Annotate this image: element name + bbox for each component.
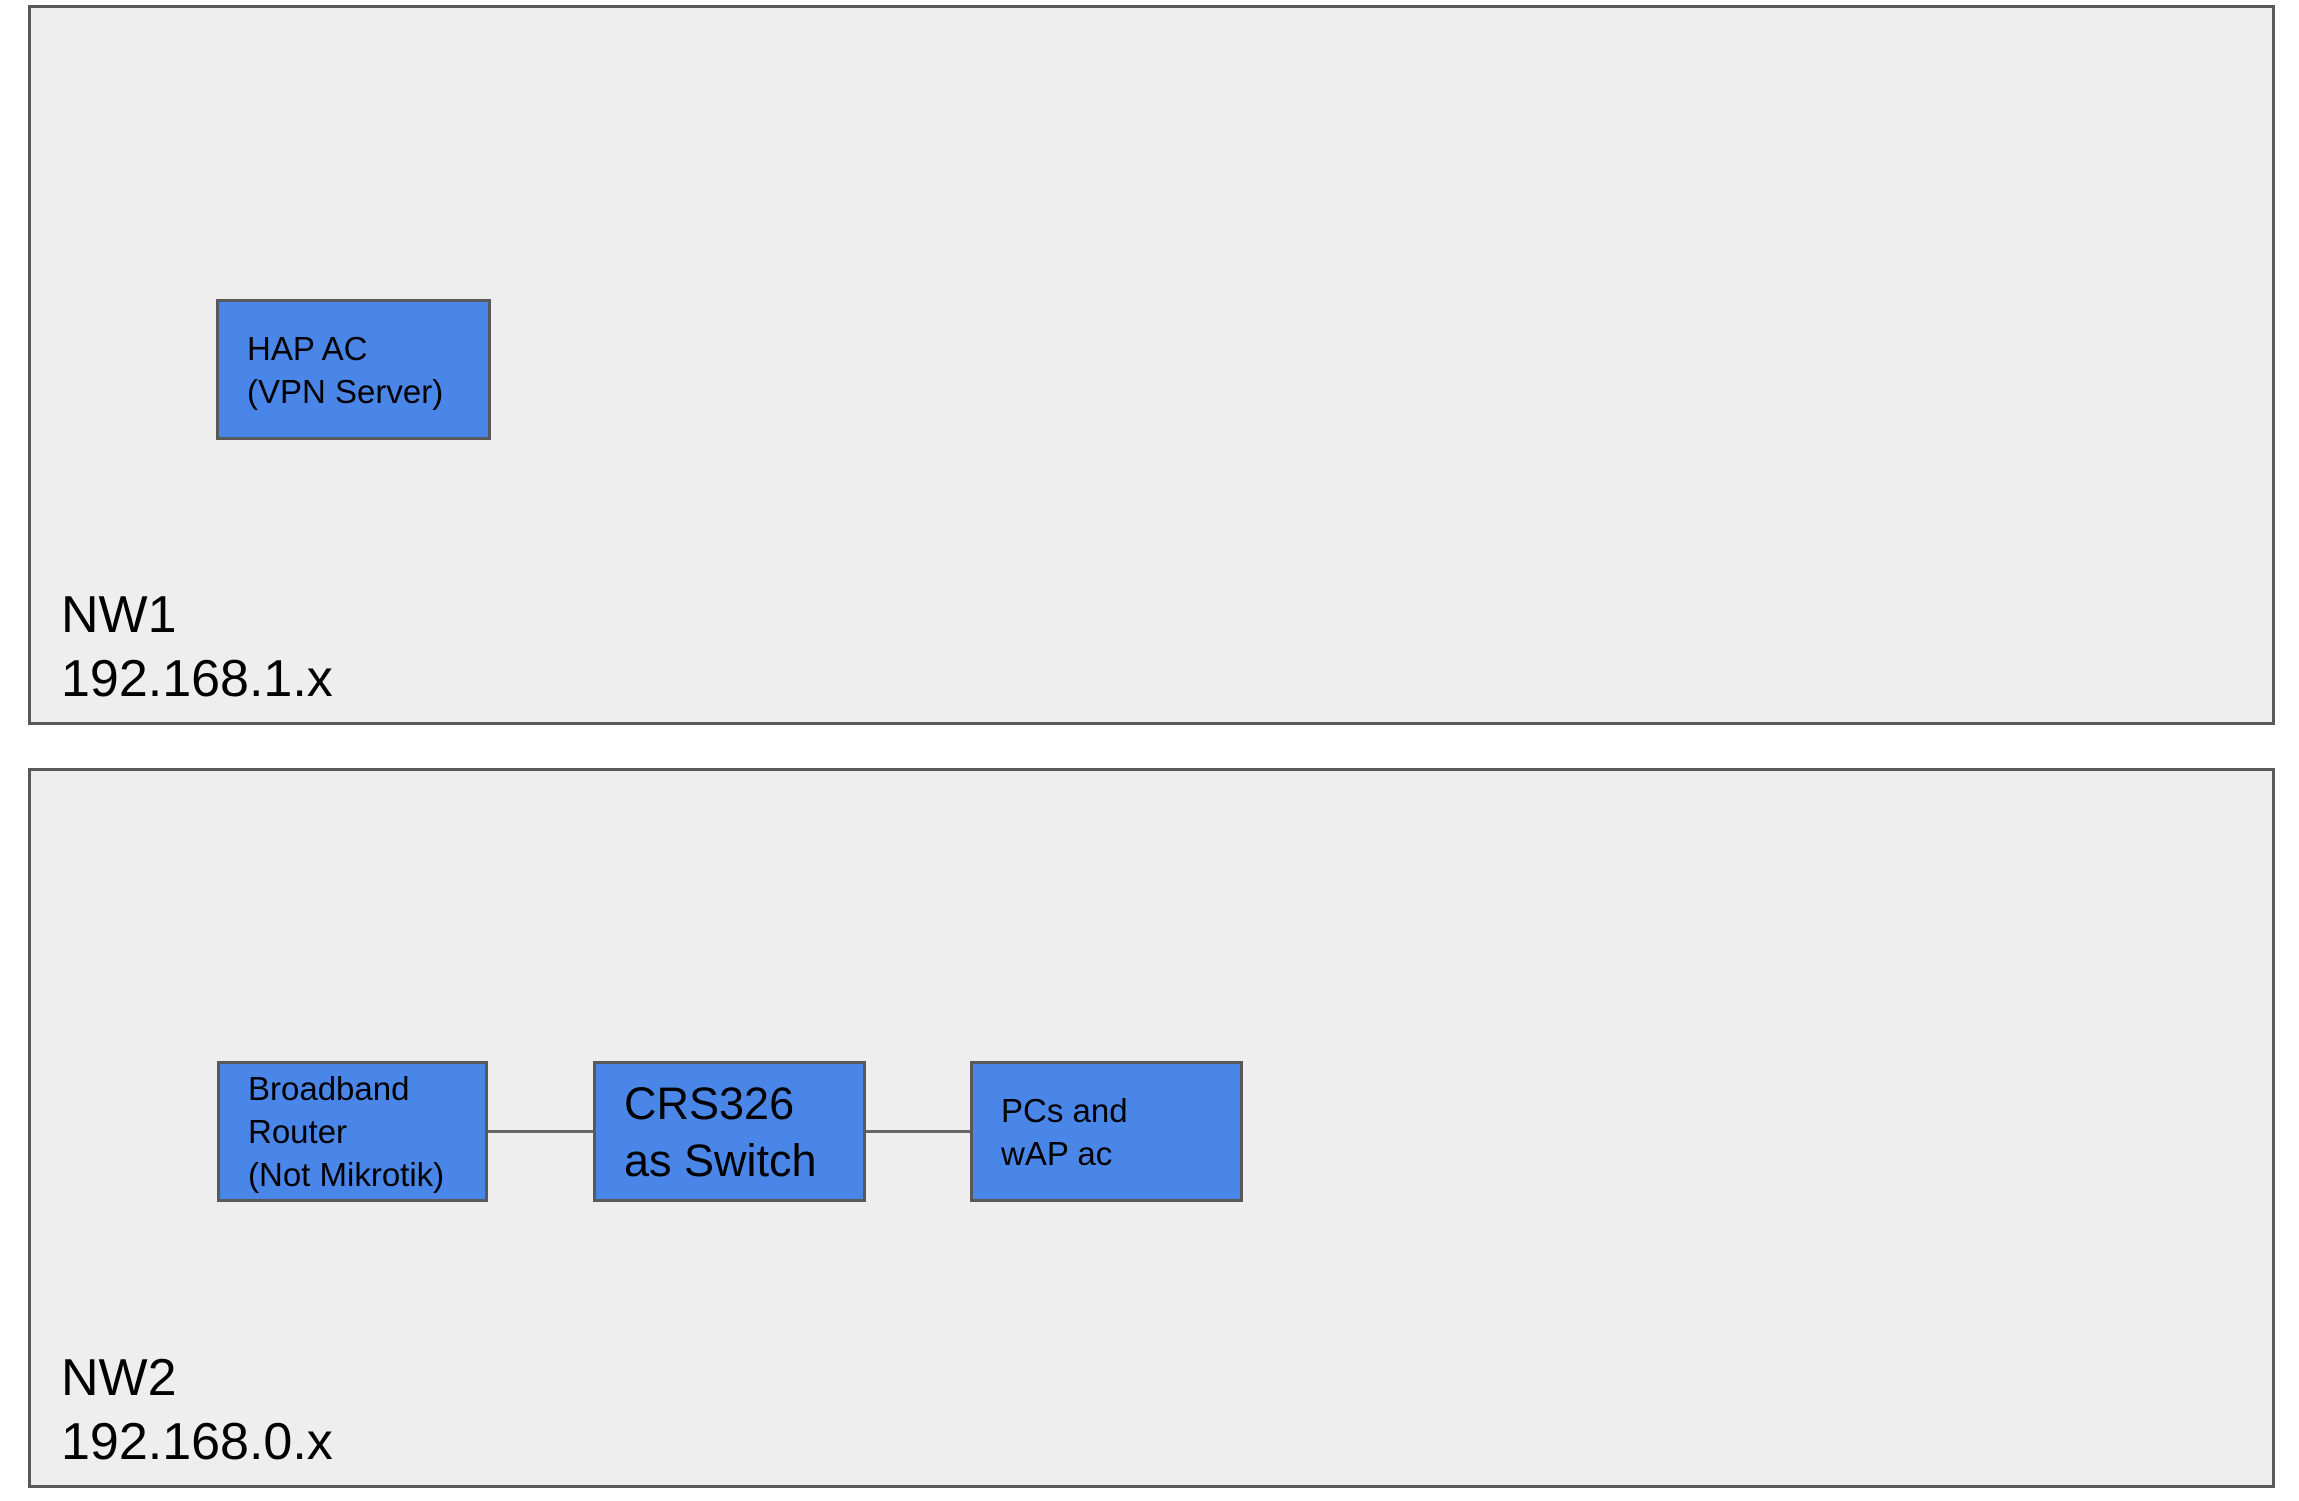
node-label-line: as Switch	[624, 1134, 817, 1186]
node-pcs-and-wap-ac: PCs and wAP ac	[970, 1061, 1243, 1202]
node-label-line: CRS326	[624, 1077, 795, 1129]
node-label-line: HAP AC	[247, 329, 368, 367]
node-crs326-switch: CRS326 as Switch	[593, 1061, 866, 1202]
connector-router-to-switch	[488, 1130, 593, 1133]
network-subnet: 192.168.0.x	[61, 1413, 333, 1471]
node-label-line: (Not Mikrotik)	[248, 1156, 445, 1193]
network-name: NW2	[61, 1349, 177, 1407]
node-label-line: (VPN Server)	[247, 372, 444, 410]
node-hap-ac-vpn-server: HAP AC (VPN Server)	[216, 299, 491, 440]
node-label-line: Router	[248, 1113, 348, 1150]
connector-switch-to-pcs	[866, 1130, 970, 1133]
network-name: NW1	[61, 586, 177, 644]
node-label-line: PCs and	[1001, 1091, 1128, 1129]
network-label-nw1: NW1 192.168.1.x	[61, 583, 333, 711]
node-label-line: wAP ac	[1001, 1134, 1113, 1172]
network-label-nw2: NW2 192.168.0.x	[61, 1346, 333, 1474]
network-subnet: 192.168.1.x	[61, 650, 333, 708]
node-broadband-router: Broadband Router (Not Mikrotik)	[217, 1061, 488, 1202]
node-label-line: Broadband	[248, 1070, 410, 1107]
